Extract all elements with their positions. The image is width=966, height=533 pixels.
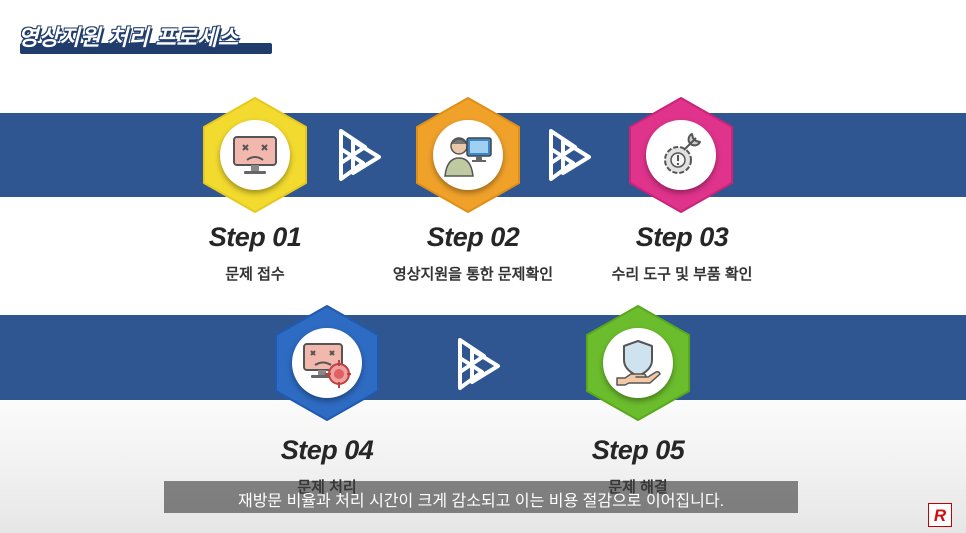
step-05-title: Step 05 [591, 435, 685, 465]
caption-text: 재방문 비율과 처리 시간이 크게 감소되고 이는 비용 절감으로 이어집니다. [237, 493, 725, 510]
next-arrow-icon [339, 129, 381, 181]
step-02-desc: 영상지원을 통한 문제확인 [392, 266, 554, 283]
video-caption: 재방문 비율과 처리 시간이 크게 감소되고 이는 비용 절감으로 이어집니다. [164, 481, 798, 513]
step-04-title: Step 04 [280, 435, 374, 465]
step-03-desc: 수리 도구 및 부품 확인 [611, 266, 753, 283]
step-02-title: Step 02 [426, 222, 520, 252]
page-title: 영상지원 처리 프로세스 [18, 25, 239, 50]
repair-tool-icon [664, 133, 701, 174]
step-01-badge [200, 96, 310, 214]
step-03-title: Step 03 [635, 222, 729, 252]
shield-hand-icon [616, 340, 661, 386]
step-03-icon-circle [646, 120, 716, 190]
logo-letter: R [933, 506, 947, 525]
title-block: 영상지원 처리 프로세스 [18, 20, 272, 54]
step-01-desc: 문제 접수 [225, 266, 285, 283]
step-01-title: Step 01 [208, 222, 302, 252]
step-01-icon-circle [220, 120, 290, 190]
support-person-icon [444, 137, 492, 177]
step-05-badge [583, 304, 693, 422]
next-arrow-icon [458, 338, 500, 390]
step-02-icon-circle [433, 120, 503, 190]
target-monitor-icon [303, 343, 351, 388]
step-03-badge [626, 96, 736, 214]
step-04-badge [272, 304, 382, 422]
broken-monitor-icon [233, 136, 277, 174]
step-04-icon-circle [292, 328, 362, 398]
step-05-icon-circle [603, 328, 673, 398]
channel-logo: R [928, 503, 952, 527]
next-arrow-icon [549, 129, 591, 181]
step-02-badge [413, 96, 523, 214]
title-underline [20, 43, 272, 54]
